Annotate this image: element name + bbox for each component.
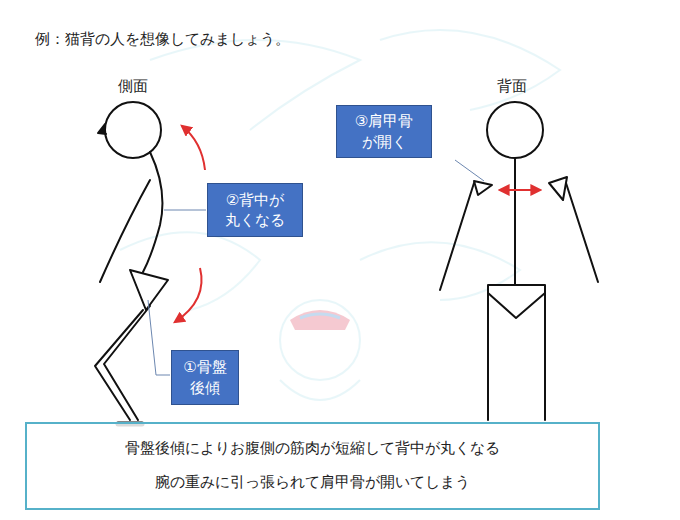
leader-line: [455, 160, 484, 181]
summary-box: 骨盤後傾によりお腹側の筋肉が短縮して背中が丸くなる腕の重みに引っ張られて肩甲骨が…: [25, 422, 600, 510]
pelvis: [488, 285, 545, 318]
box-text: ③肩甲骨 が開く: [341, 111, 427, 152]
spread-arrow: [500, 189, 540, 191]
watermark-wave: [120, 232, 260, 310]
leg: [487, 293, 489, 420]
scapula: [549, 177, 567, 200]
pelvis: [130, 270, 168, 310]
watermark-shape: [290, 310, 350, 330]
nose: [98, 124, 106, 134]
scapula: [474, 181, 492, 195]
leader-lines: [148, 160, 484, 375]
spine: [514, 158, 516, 285]
curve-arrow: [182, 126, 205, 170]
leg: [544, 293, 546, 420]
watermark-wave: [280, 380, 360, 400]
leader-line: [164, 210, 206, 211]
side-figure: [95, 102, 168, 424]
watermark-wave: [150, 40, 360, 130]
box-text: 骨盤後傾によりお腹側の筋肉が短縮して背中が丸くなる: [125, 439, 500, 459]
page-title: 例：猫背の人を想像してみましょう。: [35, 30, 290, 49]
back-line: [143, 152, 162, 272]
curve-arrow: [175, 268, 202, 322]
arm: [440, 183, 474, 290]
back-figure: [440, 102, 598, 420]
watermark-ring: [280, 300, 360, 380]
box-text: ②背中が 丸くなる: [212, 190, 298, 231]
leg: [95, 310, 143, 420]
box-text: 腕の重みに引っ張られて肩甲骨が開いてしまう: [155, 473, 470, 493]
arm: [566, 183, 598, 282]
head: [105, 102, 161, 158]
callout-box: ③肩甲骨 が開く: [336, 105, 432, 158]
view-label: 側面: [118, 77, 148, 96]
watermark-emblem: [290, 310, 350, 330]
view-label: 背面: [497, 77, 527, 96]
leg: [104, 306, 150, 420]
callout-box: ①骨盤 後傾: [171, 350, 239, 405]
arm: [100, 180, 150, 282]
leader-line: [148, 300, 170, 375]
box-text: ①骨盤 後傾: [176, 357, 234, 398]
watermark-wave: [380, 30, 560, 110]
watermark-shape: [300, 314, 340, 318]
watermark: [120, 30, 560, 400]
callout-box: ②背中が 丸くなる: [207, 183, 303, 237]
head: [487, 102, 543, 158]
